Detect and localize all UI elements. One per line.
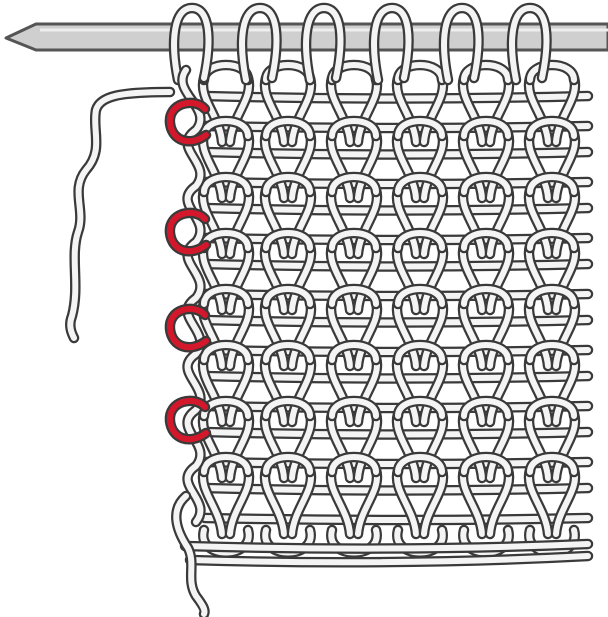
stitch-column-2 [265,65,311,553]
working-yarn-tail-outline [70,92,170,338]
cast-on-strand [185,544,588,549]
working-yarn-tail [70,92,170,338]
stitch-column-6 [529,65,575,553]
stitch-column-5 [463,65,509,553]
strand-row-8-lower-core [205,518,588,520]
stitch-column-4 [397,65,443,553]
stitch-column-3 [331,65,377,553]
strand-row-8-lower [205,518,588,520]
stitch-head-core [530,65,574,80]
cast-on-strand-lower [190,556,588,562]
yarn-tails [70,92,204,614]
stitch-head [530,65,574,80]
